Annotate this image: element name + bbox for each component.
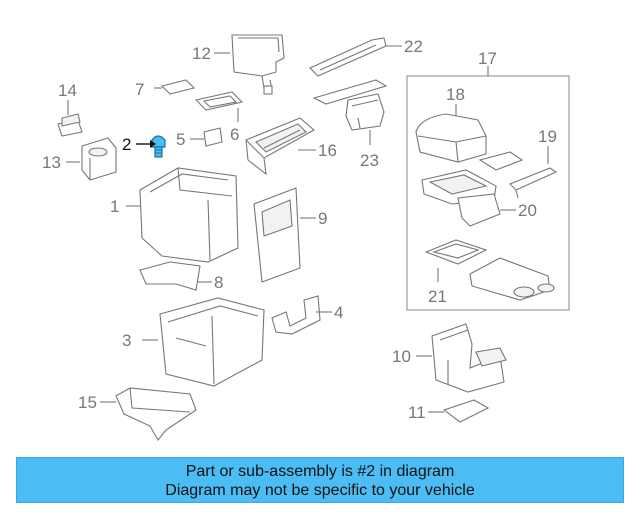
callout-1: 1 bbox=[110, 197, 119, 216]
part-9[interactable] bbox=[253, 187, 301, 283]
arrow-2 bbox=[150, 140, 156, 148]
part-13[interactable] bbox=[81, 137, 117, 181]
part-12[interactable] bbox=[231, 34, 285, 95]
part-15[interactable] bbox=[115, 387, 197, 441]
callout-6: 6 bbox=[230, 125, 239, 144]
callout-8: 8 bbox=[214, 273, 223, 292]
part-1[interactable] bbox=[139, 167, 239, 263]
part-11[interactable] bbox=[442, 399, 490, 423]
callout-11: 11 bbox=[408, 403, 426, 422]
part-3[interactable] bbox=[159, 297, 265, 387]
callout-19: 19 bbox=[538, 127, 557, 146]
callout-20: 20 bbox=[518, 201, 537, 220]
part-5[interactable] bbox=[203, 127, 223, 147]
callout-10: 10 bbox=[392, 347, 411, 366]
part-8[interactable] bbox=[139, 261, 201, 291]
part-2-screw[interactable] bbox=[151, 135, 166, 158]
part-14[interactable] bbox=[57, 113, 83, 137]
banner-line-1: Part or sub-assembly is #2 in diagram bbox=[185, 463, 455, 480]
info-banner: Part or sub-assembly is #2 in diagram Di… bbox=[16, 457, 624, 503]
part-20[interactable] bbox=[421, 169, 501, 227]
callout-4: 4 bbox=[334, 303, 343, 322]
part-4[interactable] bbox=[271, 295, 321, 335]
part-18[interactable] bbox=[415, 113, 487, 163]
callout-2: 2 bbox=[122, 135, 131, 154]
part-10[interactable] bbox=[431, 323, 507, 393]
callout-3: 3 bbox=[122, 331, 131, 350]
callout-23: 23 bbox=[360, 151, 379, 170]
banner-line-2: Diagram may not be specific to your vehi… bbox=[165, 482, 475, 499]
callout-13: 13 bbox=[42, 153, 61, 172]
callout-15: 15 bbox=[78, 393, 97, 412]
part-6[interactable] bbox=[194, 91, 244, 111]
part-19[interactable] bbox=[509, 167, 558, 199]
callout-18: 18 bbox=[446, 85, 465, 104]
callout-22: 22 bbox=[404, 37, 423, 56]
part-18-pad[interactable] bbox=[478, 151, 524, 171]
part-21[interactable] bbox=[424, 239, 555, 301]
callout-5: 5 bbox=[176, 130, 185, 149]
part-7[interactable] bbox=[160, 79, 196, 95]
callout-16: 16 bbox=[318, 141, 337, 160]
callout-21: 21 bbox=[428, 287, 447, 306]
part-16[interactable] bbox=[245, 117, 315, 176]
part-23[interactable] bbox=[312, 79, 388, 131]
callout-9: 9 bbox=[318, 209, 327, 228]
callout-7: 7 bbox=[135, 80, 144, 99]
callout-12: 12 bbox=[192, 44, 211, 63]
callout-14: 14 bbox=[58, 81, 77, 100]
part-22[interactable] bbox=[309, 37, 387, 77]
callout-17: 17 bbox=[478, 49, 497, 68]
